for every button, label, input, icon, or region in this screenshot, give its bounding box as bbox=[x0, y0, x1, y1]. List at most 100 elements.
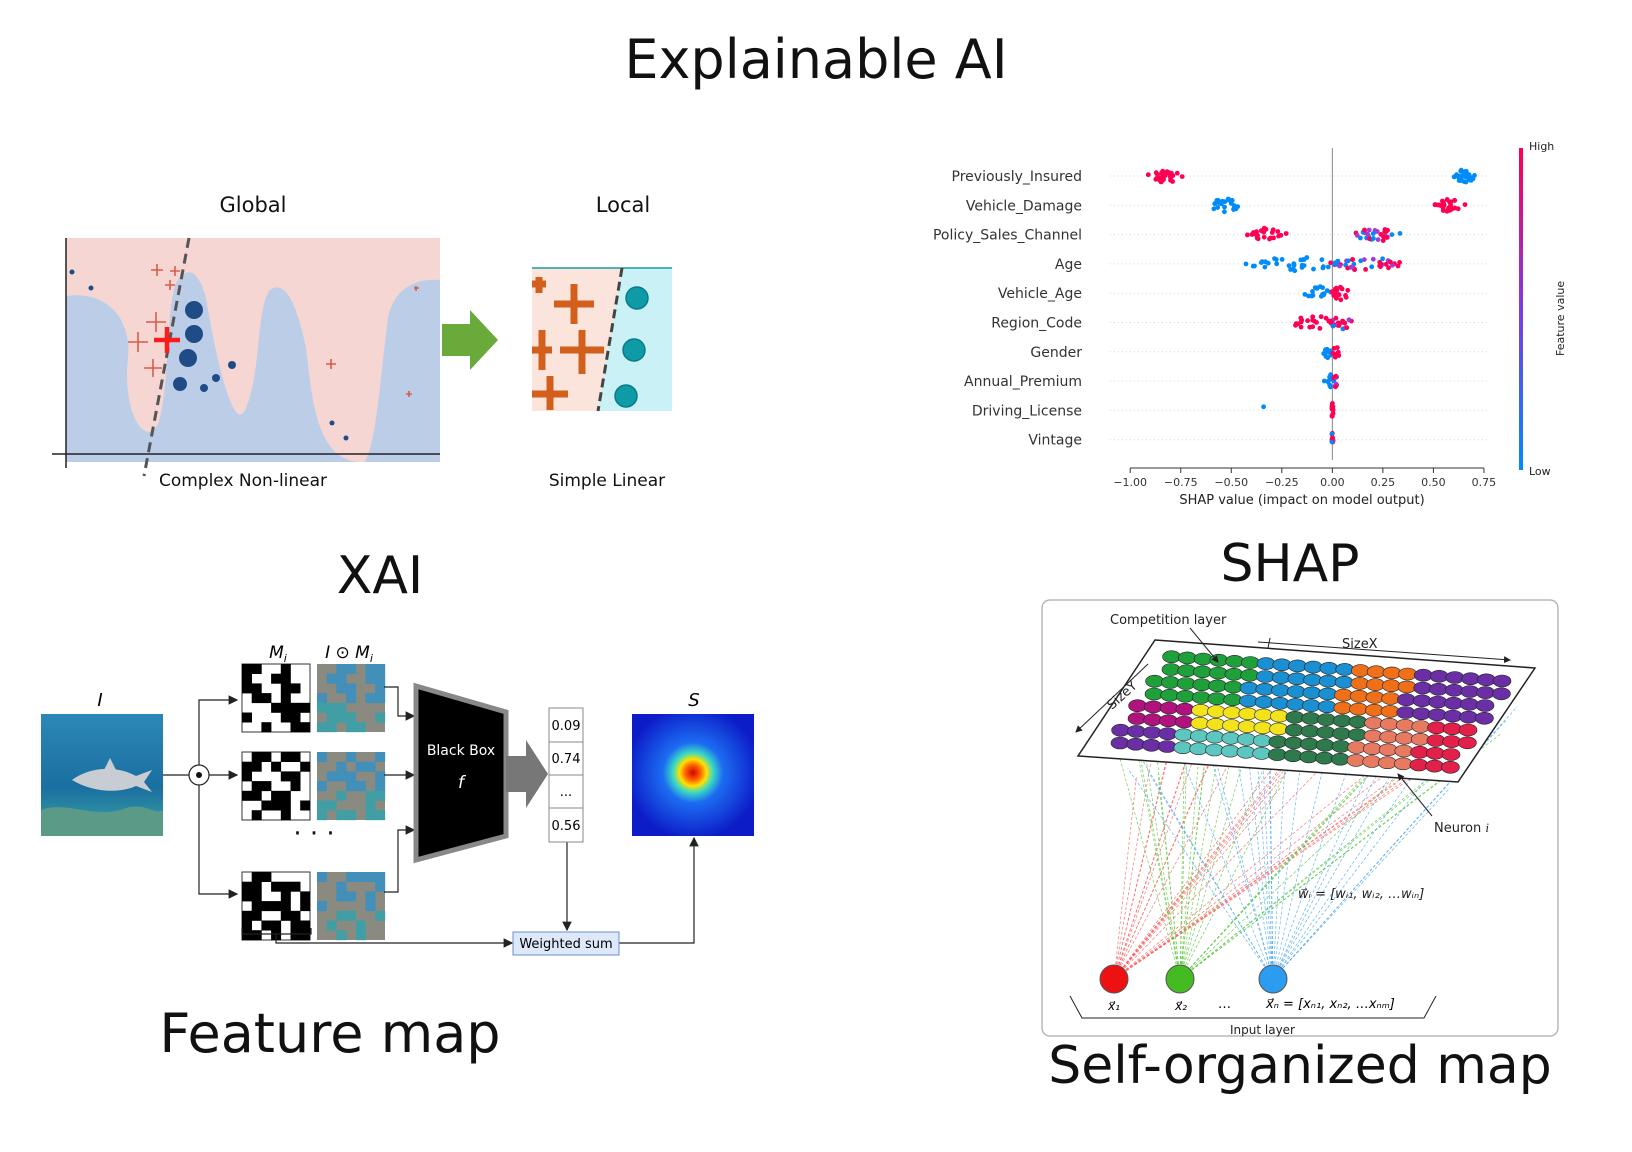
som-neuron bbox=[1443, 709, 1463, 723]
som-neuron bbox=[1378, 756, 1397, 769]
som-neuron bbox=[1254, 708, 1273, 722]
shap-point bbox=[1245, 232, 1250, 238]
shap-point bbox=[1374, 229, 1380, 234]
weight-connection bbox=[1113, 786, 1282, 980]
som-neuron bbox=[1427, 708, 1447, 722]
shap-point bbox=[1440, 205, 1446, 211]
shap-point bbox=[1168, 170, 1174, 176]
shap-point bbox=[1332, 352, 1338, 358]
som-neuron bbox=[1193, 652, 1213, 666]
shap-point bbox=[1342, 320, 1348, 326]
som-neuron bbox=[1252, 734, 1272, 747]
shap-point bbox=[1298, 324, 1304, 330]
som-neuron bbox=[1239, 681, 1259, 695]
output-arrow-icon bbox=[506, 740, 548, 808]
som-neuron bbox=[1190, 729, 1209, 743]
f-label: f bbox=[458, 773, 467, 793]
som-neuron bbox=[1351, 664, 1370, 677]
som-neuron bbox=[1142, 726, 1162, 739]
som-neuron bbox=[1365, 691, 1385, 704]
som-neuron bbox=[1413, 681, 1433, 695]
weight-connection bbox=[1129, 738, 1274, 980]
som-neuron bbox=[1269, 709, 1289, 723]
weight-connection bbox=[1113, 769, 1414, 980]
global-caption: Complex Non-linear bbox=[159, 471, 327, 491]
som-neuron bbox=[1330, 752, 1350, 766]
black-box-model: Black Box f bbox=[413, 682, 509, 864]
shap-point bbox=[1261, 234, 1267, 240]
shap-point bbox=[1328, 384, 1333, 390]
mask-row bbox=[241, 663, 386, 733]
shap-point bbox=[1377, 263, 1383, 269]
som-neuron bbox=[1366, 665, 1386, 678]
shap-point bbox=[1395, 263, 1401, 269]
som-neuron bbox=[1412, 707, 1431, 720]
som-neuron bbox=[1237, 720, 1257, 733]
som-neuron bbox=[1333, 701, 1353, 715]
som-neuron bbox=[1395, 731, 1414, 745]
shap-point bbox=[1333, 373, 1339, 379]
weight-connection bbox=[1179, 765, 1461, 980]
weight-connection bbox=[1113, 769, 1320, 980]
som-neuron bbox=[1364, 716, 1383, 730]
som-neuron bbox=[1252, 747, 1271, 760]
som-neuron bbox=[1318, 687, 1338, 701]
weight-connection bbox=[1179, 698, 1189, 980]
shap-point bbox=[1440, 200, 1446, 205]
som-neuron bbox=[1362, 755, 1382, 768]
som-neuron bbox=[1268, 748, 1287, 761]
som-neuron bbox=[1299, 750, 1319, 764]
shap-point bbox=[1397, 260, 1402, 265]
shap-point bbox=[1329, 413, 1335, 418]
som-neuron bbox=[1144, 700, 1163, 714]
shap-point bbox=[1310, 314, 1316, 320]
som-neuron bbox=[1429, 682, 1448, 696]
som-neuron bbox=[1205, 743, 1224, 757]
shap-point bbox=[1311, 266, 1316, 272]
shap-point bbox=[1463, 168, 1469, 174]
som-neuron bbox=[1378, 743, 1398, 757]
som-neuron bbox=[1461, 672, 1480, 685]
x-tick-label: −0.25 bbox=[1265, 476, 1299, 489]
weighted-sum-label: Weighted sum bbox=[519, 937, 612, 952]
shap-point bbox=[1272, 256, 1277, 261]
weight-connection bbox=[1113, 712, 1203, 980]
som-neuron bbox=[1272, 658, 1292, 672]
weight-connection bbox=[1179, 745, 1207, 980]
som-neuron bbox=[1286, 685, 1306, 698]
weight-connection bbox=[1113, 740, 1432, 980]
som-neuron bbox=[1334, 688, 1353, 702]
input-neuron-n bbox=[1258, 964, 1288, 994]
shap-point bbox=[1212, 201, 1218, 207]
shap-point bbox=[1258, 228, 1264, 234]
shap-point bbox=[1252, 263, 1257, 269]
global-plot bbox=[52, 237, 440, 477]
shap-point bbox=[1466, 176, 1472, 182]
som-neuron bbox=[1316, 726, 1336, 739]
shap-point bbox=[1279, 257, 1285, 262]
shap-point bbox=[1345, 287, 1351, 293]
shap-point bbox=[1325, 264, 1331, 270]
som-neuron bbox=[1162, 650, 1181, 664]
som-neuron bbox=[1332, 714, 1352, 727]
x-tick-label: 0.25 bbox=[1371, 476, 1396, 489]
som-neuron bbox=[1335, 663, 1355, 676]
shap-point bbox=[1361, 257, 1367, 262]
local-label: Local bbox=[596, 193, 650, 217]
shap-point bbox=[1349, 264, 1355, 270]
shap-point bbox=[1330, 323, 1336, 329]
som-neuron bbox=[1225, 654, 1244, 668]
som-neuron bbox=[1441, 748, 1461, 761]
som-neuron bbox=[1459, 698, 1479, 711]
shap-point bbox=[1375, 237, 1381, 242]
shap-point bbox=[1436, 202, 1442, 208]
som-neuron bbox=[1442, 722, 1462, 736]
shap-point bbox=[1333, 315, 1339, 321]
shap-point bbox=[1386, 265, 1391, 271]
som-neuron bbox=[1173, 741, 1193, 754]
shap-point bbox=[1258, 260, 1264, 265]
input-neurons bbox=[1099, 964, 1288, 994]
shap-point bbox=[1304, 255, 1310, 260]
som-neuron bbox=[1142, 739, 1161, 752]
som-neuron bbox=[1224, 680, 1243, 694]
